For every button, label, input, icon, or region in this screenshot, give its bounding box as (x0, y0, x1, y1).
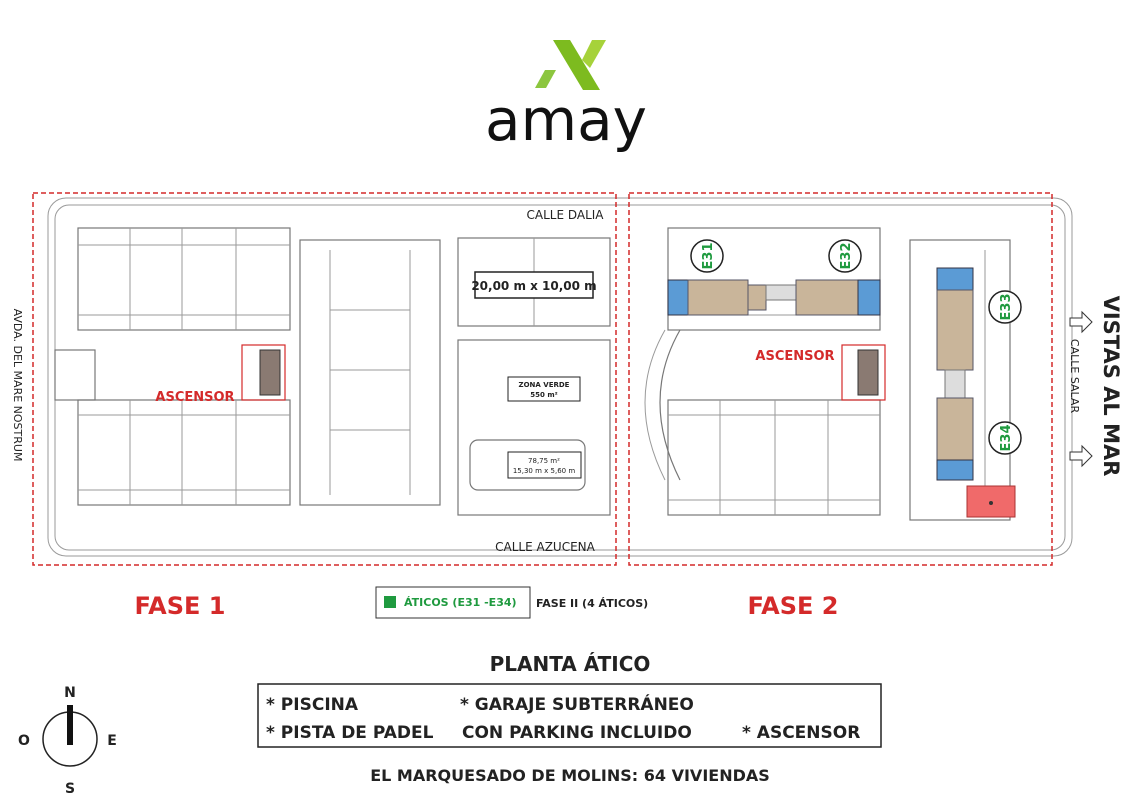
arrow-right-icon (1069, 310, 1093, 334)
feature-padel: * PISTA DE PADEL (266, 723, 434, 743)
legend-note: FASE II (4 ÁTICOS) (536, 597, 648, 610)
padel-size-label: 20,00 m x 10,00 m (471, 279, 596, 293)
phase2-plan (644, 227, 1016, 521)
phase1-boundary (32, 192, 617, 566)
feature-pool: * PISCINA (266, 695, 359, 715)
unit-e32-marker: E32 (828, 239, 862, 273)
legend-swatch (384, 596, 396, 608)
phase2-elevator-label: ASCENSOR (755, 349, 834, 364)
svg-text:E34: E34 (999, 425, 1014, 452)
logo-mark-stroke-b (582, 40, 606, 68)
feature-parking: CON PARKING INCLUIDO (462, 723, 692, 743)
phase1-elevator-box (241, 344, 286, 401)
amay-logo: amay (485, 40, 647, 154)
street-west-label: AVDA. DEL MARE NOSTRUM (11, 309, 24, 462)
unit-e33-marker: E33 (988, 290, 1022, 324)
svg-text:E32: E32 (839, 243, 854, 270)
feature-garage: * GARAJE SUBTERRÁNEO (460, 693, 694, 715)
floor-title: PLANTA ÁTICO (490, 652, 651, 676)
unit-e34-marker: E34 (988, 421, 1022, 455)
street-east-label: CALLE SALAR (1068, 339, 1081, 414)
compass-icon: N S E O (18, 685, 117, 797)
green-zone-label: ZONA VERDE (519, 381, 570, 389)
phase1-label: FASE 1 (135, 592, 226, 620)
pool-area: 78,75 m² (528, 457, 560, 465)
legend-box (375, 586, 531, 619)
svg-text:E31: E31 (701, 243, 716, 270)
street-north-label: CALLE DALIA (526, 208, 604, 222)
features-box (257, 683, 882, 748)
street-south-label: CALLE AZUCENA (495, 540, 596, 554)
pool-size: 15,30 m x 5,60 m (513, 467, 575, 475)
phase1-plan (54, 227, 611, 516)
feature-elevator: * ASCENSOR (742, 723, 860, 743)
summary-text: EL MARQUESADO DE MOLINS: 64 VIVIENDAS (370, 766, 770, 785)
logo-text: amay (485, 86, 647, 154)
phase1-elevator-label: ASCENSOR (155, 390, 234, 405)
compass-north: N (64, 685, 76, 701)
svg-text:E33: E33 (999, 294, 1014, 321)
logo-mark-stroke-a (553, 40, 600, 90)
compass-south: S (65, 781, 75, 797)
sea-view-label: VISTAS AL MAR (1099, 296, 1123, 477)
green-zone (457, 339, 611, 516)
compass-west: O (18, 733, 30, 749)
pool (469, 439, 586, 491)
compass-east: E (107, 733, 117, 749)
legend-label: ÁTICOS (E31 -E34) (404, 596, 517, 609)
logo-mark-stroke-c (535, 70, 556, 88)
arrow-right-icon (1069, 444, 1093, 468)
unit-e31-marker: E31 (690, 239, 724, 273)
street-outline-outer (47, 197, 1073, 557)
phase2-boundary (628, 192, 1053, 566)
phase2-label: FASE 2 (748, 592, 839, 620)
green-zone-area: 550 m² (530, 391, 557, 399)
